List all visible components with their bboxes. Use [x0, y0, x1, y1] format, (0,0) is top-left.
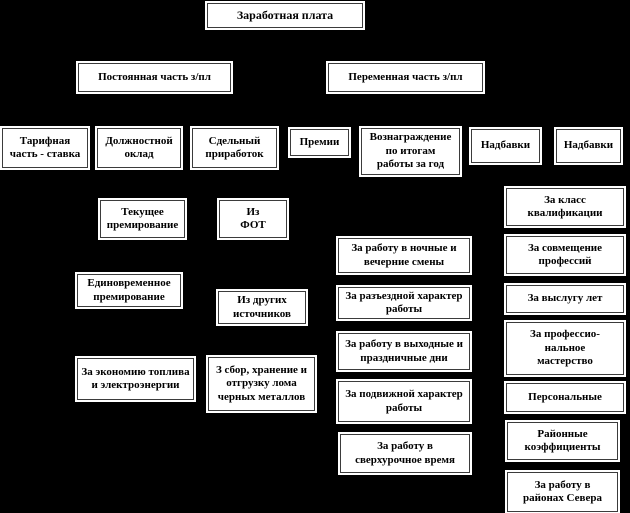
node-traveling-work: За разъездной характер работы — [338, 287, 470, 319]
node-from-payroll-fund: Из ФОТ — [219, 200, 287, 238]
node-personal: Персональные — [506, 383, 624, 412]
node-current-bonus: Текущее премирование — [100, 200, 185, 238]
node-night-evening-shifts: За работу в ночные и вечерние смены — [338, 238, 470, 273]
node-professional-skill: За профессио- нальное мастерство — [506, 322, 624, 375]
node-combining-professions: За совмещение профессий — [506, 236, 624, 274]
node-weekend-holiday-work: За работу в выходные и праздничные дни — [338, 333, 470, 370]
node-regional-coefficients: Районные коэффициенты — [507, 422, 618, 460]
node-other-sources: Из других источников — [218, 291, 306, 324]
node-variable-part: Переменная часть з/пл — [328, 63, 483, 92]
node-fixed-part: Постоянная часть з/пл — [78, 63, 231, 92]
node-scrap-metal: З сбор, хранение и отгрузку лома черных … — [208, 357, 315, 411]
node-mobile-work: За подвижной характер работы — [338, 381, 470, 422]
node-allowances-1: Надбавки — [471, 129, 540, 163]
node-bonuses: Премии — [290, 129, 349, 156]
node-official-salary: Должностной оклад — [97, 128, 181, 168]
node-one-time-bonus: Единовременное премирование — [77, 274, 181, 307]
node-seniority: За выслугу лет — [506, 285, 624, 313]
node-fuel-energy-saving: За экономию топлива и электроэнергии — [77, 358, 194, 400]
node-allowances-2: Надбавки — [556, 129, 621, 163]
node-tariff-rate: Тарифная часть - ставка — [2, 128, 88, 168]
node-total-wages: Заработная плата — [207, 3, 363, 28]
node-north-regions: За работу в районах Севера — [507, 472, 618, 512]
node-piecework-earnings: Сдельный приработок — [192, 128, 277, 168]
node-overtime-work: За работу в сверхурочное время — [340, 434, 470, 473]
node-annual-results-reward: Вознаграждение по итогам работы за год — [361, 128, 460, 175]
node-qualification-class: За класс квалификации — [506, 188, 624, 226]
